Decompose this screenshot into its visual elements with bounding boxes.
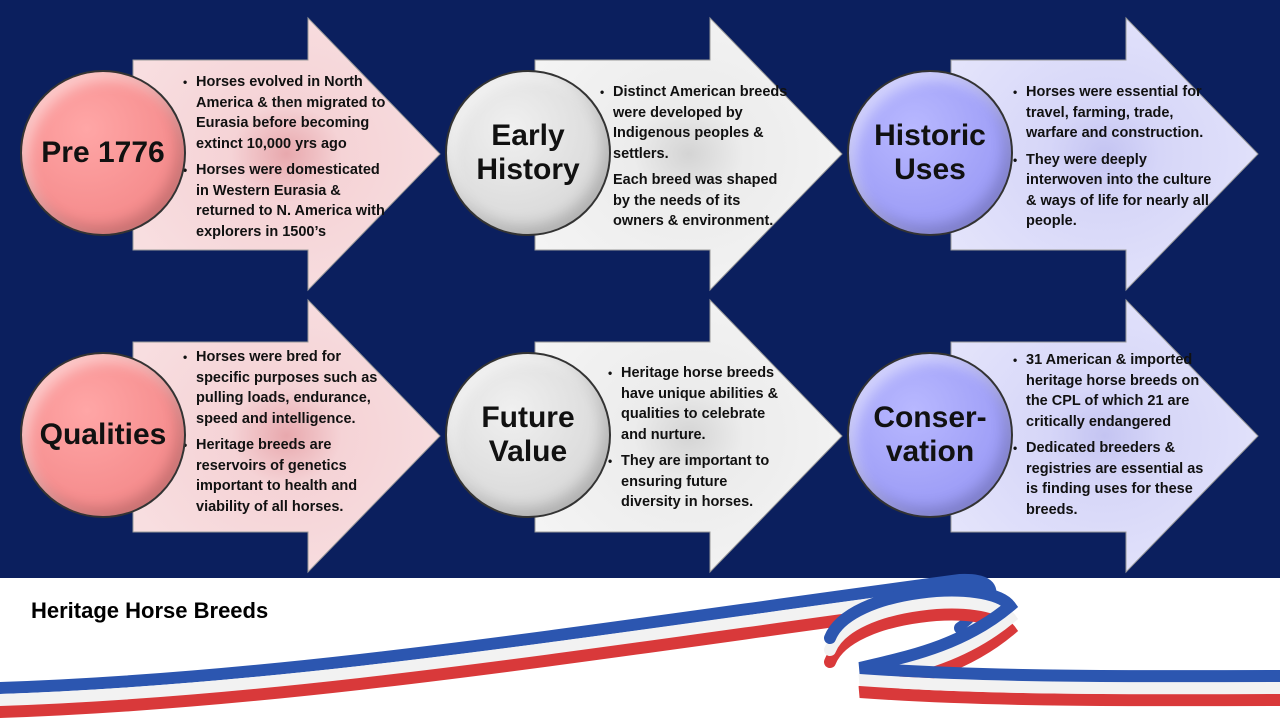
- card-bullets: Horses were essential for travel, farmin…: [1013, 82, 1213, 238]
- bullet-item: Horses evolved in North America & then m…: [183, 72, 388, 154]
- bullet-item: Distinct American breeds were developed …: [600, 82, 792, 164]
- card-label-circle: Qualities: [20, 352, 186, 518]
- bullet-item: Horses were essential for travel, farmin…: [1013, 82, 1213, 144]
- card-bullets: Horses were bred for specific purposes s…: [183, 347, 388, 523]
- card-label-circle: Early History: [445, 70, 611, 236]
- card-label-circle: Future Value: [445, 352, 611, 518]
- card-label: Pre 1776: [41, 136, 165, 169]
- card-bullets: 31 American & imported heritage horse br…: [1013, 350, 1213, 526]
- card-label-circle: Pre 1776: [20, 70, 186, 236]
- card-label: Qualities: [39, 418, 167, 451]
- card-label-circle: Historic Uses: [847, 70, 1013, 236]
- bullet-item: Dedicated breeders & registries are esse…: [1013, 438, 1213, 520]
- card-bullets: Distinct American breeds were developed …: [600, 82, 792, 238]
- bullet-item: Heritage horse breeds have unique abilit…: [608, 363, 783, 445]
- ribbon: [0, 573, 1280, 718]
- bullet-item: 31 American & imported heritage horse br…: [1013, 350, 1213, 432]
- bullet-item: Horses were bred for specific purposes s…: [183, 347, 388, 429]
- slide-title: Heritage Horse Breeds: [31, 598, 269, 623]
- card-bullets: Horses evolved in North America & then m…: [183, 72, 388, 248]
- bullet-item: They were deeply interwoven into the cul…: [1013, 150, 1213, 232]
- bullet-item: Horses were domesticated in Western Eura…: [183, 160, 388, 242]
- bullet-item: Heritage breeds are reservoirs of geneti…: [183, 435, 388, 517]
- card-label-circle: Conser-vation: [847, 352, 1013, 518]
- bullet-item: They are important to ensuring future di…: [608, 451, 783, 513]
- card-bullets: Heritage horse breeds have unique abilit…: [608, 363, 783, 519]
- card-label: Historic Uses: [874, 119, 986, 186]
- bullet-item: Each breed was shaped by the needs of it…: [600, 170, 792, 232]
- card-label: Conser-vation: [873, 401, 987, 468]
- card-label: Early History: [476, 119, 580, 186]
- card-label: Future Value: [481, 401, 575, 468]
